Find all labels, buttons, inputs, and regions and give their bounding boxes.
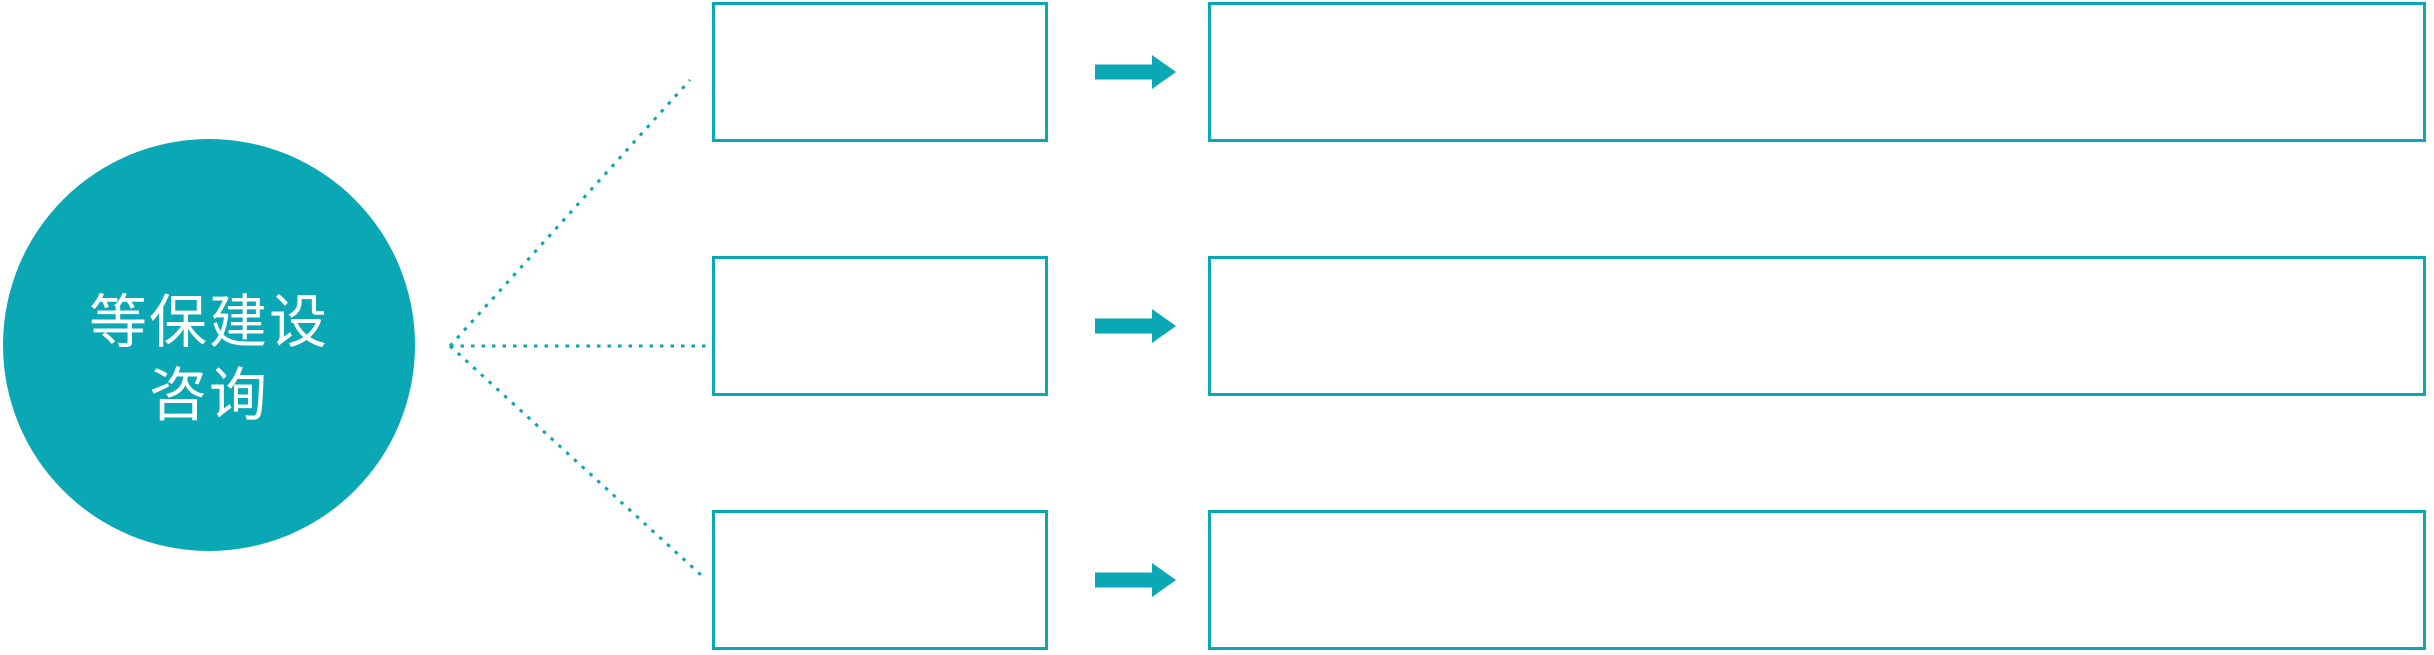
detail-box-2 (1208, 256, 2426, 396)
diagram-row-3 (0, 510, 2434, 650)
center-topic-label-line1: 等保建设 (88, 290, 329, 355)
right-arrow-icon (1095, 563, 1176, 597)
detail-box-1 (1208, 2, 2426, 142)
center-topic-label: 等保建设 咨询 (89, 286, 329, 432)
stage-box-3 (712, 510, 1048, 650)
detail-box-3 (1208, 510, 2426, 650)
center-topic-circle: 等保建设 咨询 (3, 139, 415, 551)
stage-box-1 (712, 2, 1048, 142)
diagram-row-1 (0, 2, 2434, 142)
center-topic-label-line2: 咨询 (148, 363, 269, 428)
right-arrow-icon (1095, 309, 1176, 343)
diagram-row-2 (0, 256, 2434, 396)
right-arrow-icon (1095, 55, 1176, 89)
stage-box-2 (712, 256, 1048, 396)
